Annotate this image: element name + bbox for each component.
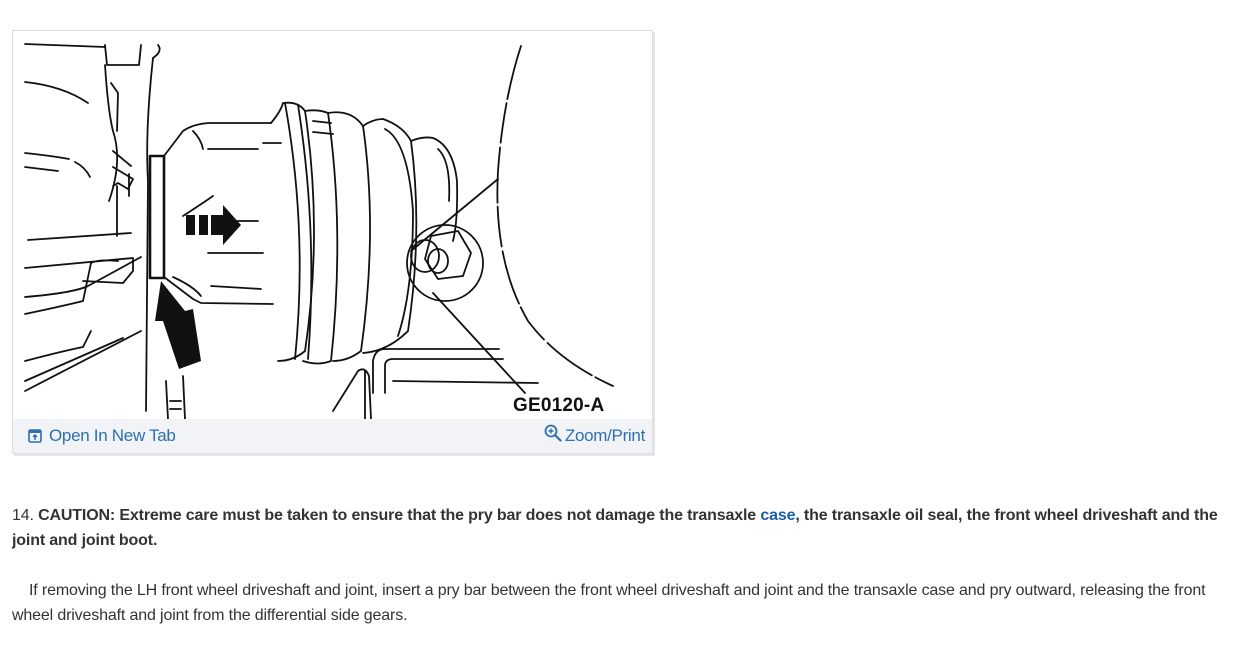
open-in-new-tab-icon	[27, 428, 43, 444]
illustration-svg	[24, 43, 614, 419]
step-number: 14.	[12, 507, 34, 524]
open-in-new-tab-link[interactable]: Open In New Tab	[27, 426, 176, 446]
caution-text-end: , the transaxle oil seal, the front whee…	[12, 507, 1218, 549]
figure-code-label: GE0120-A	[513, 395, 605, 416]
step-14-caution: 14. CAUTION: Extreme care must be taken …	[12, 503, 1234, 553]
zoom-in-icon	[544, 424, 562, 442]
instruction-paragraph: If removing the LH front wheel driveshaf…	[12, 582, 1206, 624]
driveshaft-illustration: GE0120-A	[13, 31, 652, 419]
figure-footer: Open In New Tab Zoom/Print	[13, 419, 652, 453]
figure-container: GE0120-A Open In New Tab Zoom/Print	[12, 30, 653, 454]
case-link[interactable]: case	[760, 507, 796, 524]
zoom-print-link[interactable]: Zoom/Print	[544, 424, 645, 446]
caution-text-start: CAUTION: Extreme care must be taken to e…	[38, 507, 761, 524]
zoom-print-label: Zoom/Print	[564, 426, 645, 445]
open-in-new-tab-label: Open In New Tab	[49, 426, 176, 445]
